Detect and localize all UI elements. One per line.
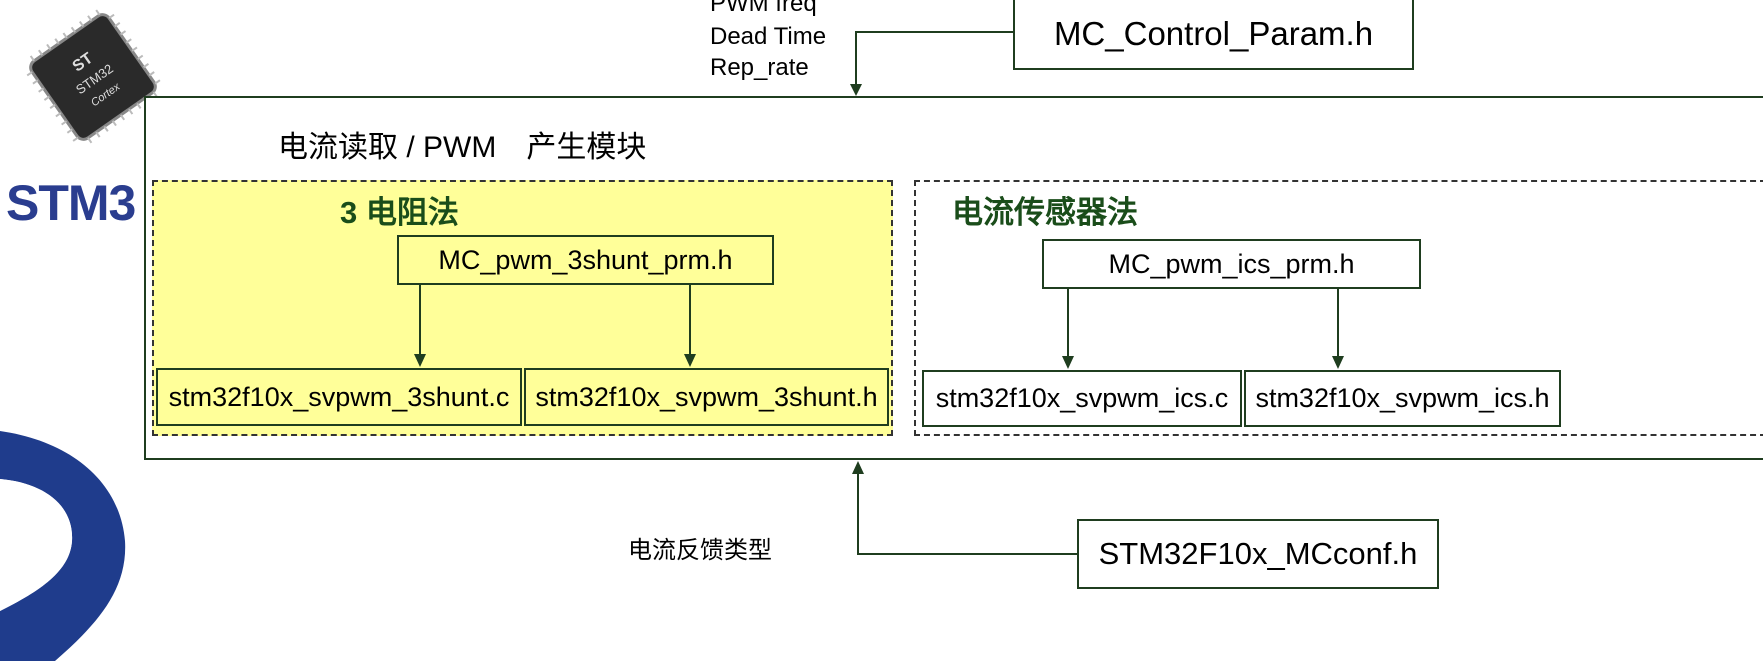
ics-arrowhead-left [1062, 356, 1074, 369]
ics-source-file: stm32f10x_svpwm_ics.c [922, 370, 1242, 427]
three-shunt-section [152, 180, 893, 436]
pwm-freq-label: PWM freq [710, 0, 817, 17]
three-shunt-source-file: stm32f10x_svpwm_3shunt.c [156, 368, 522, 426]
current-feedback-type-label: 电流反馈类型 [628, 537, 772, 564]
three-shunt-arrowhead-left [414, 354, 426, 367]
three-shunt-param-file: MC_pwm_3shunt_prm.h [397, 235, 774, 285]
three-shunt-title: 3 电阻法 [340, 195, 459, 230]
brand-swoosh-graphic [0, 431, 126, 661]
three-shunt-header-file: stm32f10x_svpwm_3shunt.h [524, 368, 889, 426]
ics-title: 电流传感器法 [952, 195, 1138, 230]
brand-text: STM3 [6, 175, 136, 231]
ics-header-file: stm32f10x_svpwm_ics.h [1244, 370, 1561, 427]
ics-arrowhead-right [1332, 356, 1344, 369]
bottom-connector [857, 472, 1077, 555]
top-arrowhead [850, 84, 862, 96]
stm32f10x-mcconf-file: STM32F10x_MCconf.h [1077, 519, 1439, 589]
bottom-arrowhead [852, 461, 864, 474]
top-connector [855, 31, 1013, 88]
stm32-chip-logo: ST STM32 Cortex [26, 9, 161, 144]
mc-control-param-file: MC_Control_Param.h [1013, 0, 1414, 70]
module-title: 电流读取 / PWM 产生模块 [278, 131, 647, 164]
rep-rate-label: Rep_rate [710, 54, 809, 81]
ics-param-file: MC_pwm_ics_prm.h [1042, 239, 1421, 289]
three-shunt-arrowhead-right [684, 354, 696, 367]
dead-time-label: Dead Time [710, 23, 827, 50]
